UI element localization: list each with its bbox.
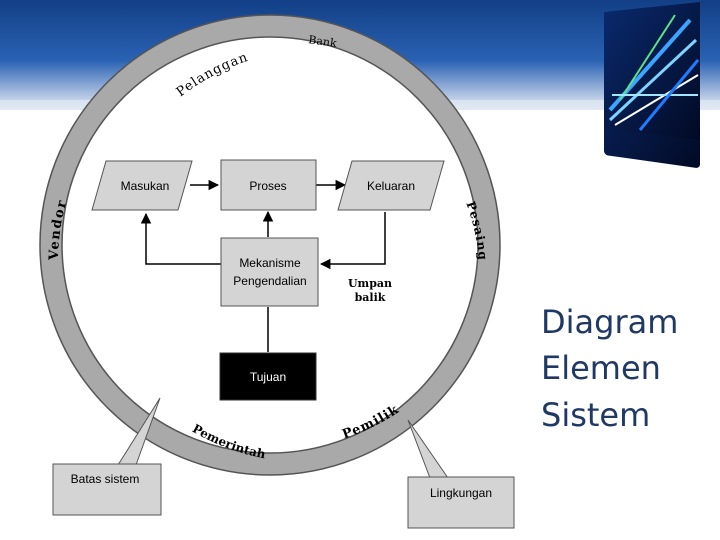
mekanisme-label-line1: Mekanisme xyxy=(239,256,301,270)
arrow-mekanisme-to-masukan xyxy=(140,212,221,265)
slide-title-line-2: Elemen xyxy=(541,349,661,387)
slide-title-line-3: Sistem xyxy=(541,396,651,434)
slide-title-line-1: Diagram xyxy=(541,303,679,341)
lingkungan-label: Lingkungan xyxy=(430,486,492,500)
ring-label-bank: Bank xyxy=(308,33,338,50)
keluaran-box xyxy=(337,160,445,211)
tujuan-label: Tujuan xyxy=(250,370,286,384)
umpan-balik-label-line2: balik xyxy=(355,291,386,304)
umpan-balik-label-line1: Umpan xyxy=(348,277,392,290)
batas-sistem-callout xyxy=(52,463,162,516)
mekanisme-label-line2: Pengendalian xyxy=(233,274,306,288)
masukan-label: Masukan xyxy=(121,179,170,193)
mekanisme-box xyxy=(220,237,319,307)
lingkungan-pointer xyxy=(407,419,449,479)
batas-sistem-label: Batas sistem xyxy=(71,472,140,486)
proses-label: Proses xyxy=(249,179,286,193)
blue-light-rays-logo-icon xyxy=(604,2,700,168)
keluaran-label: Keluaran xyxy=(367,179,415,193)
arrow-feedback-to-mekanisme xyxy=(319,212,386,270)
tujuan-box xyxy=(219,352,317,401)
proses-box xyxy=(220,159,317,211)
masukan-box xyxy=(91,160,193,211)
lingkungan-callout xyxy=(407,476,515,529)
